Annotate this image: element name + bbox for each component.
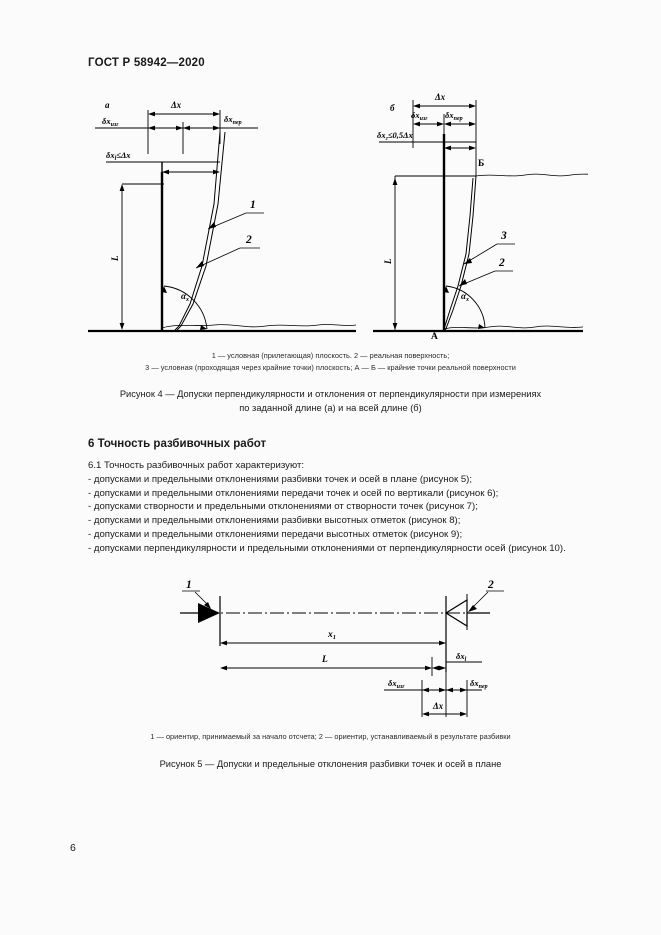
figure-4a-dim-L: L [110,183,164,330]
figure-5-dx-izg-label: δxизг [388,678,405,690]
figure-4-note-line-1: 1 — условная (прилегающая) плоскость. 2 … [211,351,450,360]
figure-4-svg: а Δx [88,92,656,342]
figure-4a-angle-label: αx [181,291,189,303]
section-6-bullet-1: - допусками и предельными отклонениями р… [88,473,473,485]
figure-5-dim-tolerances: δxизг δxпер [384,672,488,717]
figure-4a-dim-delta-x: Δx [148,100,220,117]
figure-4a-callout-1: 1 [207,199,264,230]
figure-5-marker-left [180,596,221,646]
svg-text:1: 1 [186,579,192,591]
figure-4b-dim-dx-izg: δxизг [411,110,444,127]
figure-5-dim-L: L [220,655,433,676]
figure-5-dx-l-label: δxl [456,651,467,663]
figure-4b-dx-izg-label: δxизг [411,110,428,122]
figure-4-title-line-1: Рисунок 4 — Допуски перпендикулярности и… [119,389,542,399]
figure-4a-dx-l-label: δxl≤Δx [106,150,131,162]
figure-4-diagram-a: а Δx [88,100,357,333]
figure-4b-L-label: L [383,258,393,265]
figure-4b-callout-2: 2 [458,257,513,287]
svg-text:3: 3 [500,230,507,242]
figure-5-dx-per-label: δxпер [470,678,488,690]
figure-4-note: 1 — условная (прилегающая) плоскость. 2 … [0,350,661,374]
figure-4-label-b: б [390,103,395,113]
figure-4a-dx-izg-label: δxизг [102,116,119,128]
figure-4b-point-B-label: Б [478,159,484,169]
figure-4b-dim-dx-per: δxпер [444,110,476,127]
svg-text:2: 2 [245,234,252,246]
figure-4a-dim-dx-per: δxпер [183,114,242,131]
figure-5-dim-x1: x1 [220,630,446,646]
figure-4b-callout-3: 3 [463,230,515,265]
figure-5-dim-dx-l: δxl [432,651,482,671]
figure-4b-dim-L: L [383,176,398,330]
figure-5-delta-x-label: Δx [432,701,444,711]
figure-4b-dim-dx-g: δxг≤0,5Δx [377,130,476,151]
figure-5-callout-2: 2 [468,579,504,612]
figure-4a-delta-x-label: Δx [170,100,182,110]
figure-4-label-a: а [105,100,110,110]
figure-5-L-label: L [321,655,328,665]
page-number: 6 [70,842,76,854]
figure-4-illustration: а Δx [78,86,656,342]
figure-4b-dx-per-label: δxпер [445,110,463,122]
figure-4b-delta-x-label: Δx [434,92,446,102]
svg-text:2: 2 [487,579,494,591]
figure-4-diagram-b: б Δx δxизг [373,92,656,342]
section-6-bullet-5: - допусками и предельными отклонениями п… [88,528,463,540]
svg-text:1: 1 [250,199,256,211]
figure-4a-L-label: L [110,255,120,262]
figure-5-marker-right [444,594,490,672]
figure-4b-dim-delta-x: Δx [413,92,476,109]
figure-4a-dim-dx-izg: δxизг [102,116,183,131]
figure-4b-point-A-label: А [431,332,438,341]
figure-4-title-line-2: по заданной длине (а) и на всей длине (б… [239,402,422,413]
figure-4-title: Рисунок 4 — Допуски перпендикулярности и… [0,388,661,415]
figure-4b-angle-label: αx [461,291,469,303]
figure-4a-callout-2: 2 [195,234,260,269]
figure-5-svg: 1 2 [180,579,504,717]
section-6-bullet-4: - допусками и предельными отклонениями р… [88,515,461,527]
figure-5-title: Рисунок 5 — Допуски и предельные отклоне… [159,759,502,769]
standard-header: ГОСТ Р 58942—2020 [88,57,205,69]
figure-4-note-line-2: 3 — условная (проходящая через крайние т… [145,363,516,372]
section-6-heading: 6 Точность разбивочных работ [88,438,267,450]
figure-5-callout-1: 1 [182,579,211,609]
figure-4b-dx-g-label: δxг≤0,5Δx [377,130,413,142]
section-6-bullet-6: - допусками перпендикулярности и предель… [88,542,566,554]
section-6-bullet-3: - допусками створности и предельными отк… [88,501,478,513]
svg-text:2: 2 [498,257,505,269]
figure-5-x1-label: x1 [327,630,336,641]
figure-5-note: 1 — ориентир, принимаемый за начало отсч… [150,732,511,741]
figure-5-dim-delta-x: Δx [422,701,467,717]
section-6-body: 6.1 Точность разбивочных работ характери… [70,459,591,556]
figure-5-illustration: 1 2 [170,572,510,720]
figure-4a-dx-per-label: δxпер [224,114,242,126]
section-6-bullet-2: - допусками и предельными отклонениями п… [88,487,499,499]
section-6-intro: 6.1 Точность разбивочных работ характери… [88,460,304,471]
